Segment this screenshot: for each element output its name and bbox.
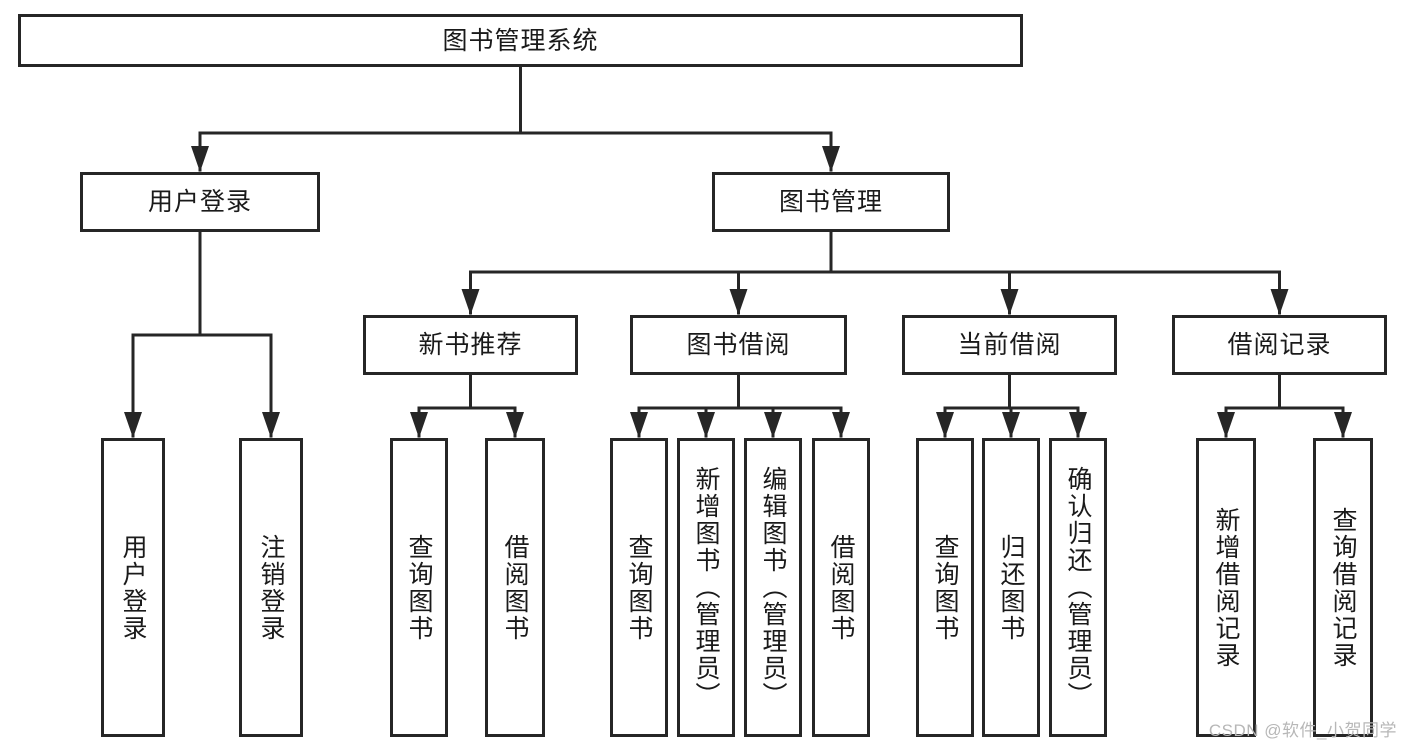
node-current-borrow: 当前借阅 <box>902 315 1117 375</box>
node-label: 新增图书（管理员） <box>692 466 720 709</box>
node-leaf-borrow-book-1: 借阅图书 <box>485 438 545 737</box>
node-book-manage: 图书管理 <box>712 172 950 232</box>
node-leaf-query-record: 查询借阅记录 <box>1313 438 1373 737</box>
node-label: 新增借阅记录 <box>1212 506 1240 669</box>
csdn-watermark: CSDN @软件_小贺同学 <box>1208 721 1397 740</box>
node-label: 确认归还（管理员） <box>1064 466 1092 709</box>
node-leaf-borrow-book-2: 借阅图书 <box>812 438 870 737</box>
node-label: 图书管理系统 <box>442 26 599 55</box>
node-label: 新书推荐 <box>418 331 523 359</box>
node-leaf-user-logout: 注销登录 <box>239 438 303 737</box>
node-leaf-query-book-1: 查询图书 <box>390 438 448 737</box>
node-user-login: 用户登录 <box>80 172 320 232</box>
node-root: 图书管理系统 <box>18 14 1023 67</box>
node-label: 编辑图书（管理员） <box>759 466 787 709</box>
node-borrow-record: 借阅记录 <box>1172 315 1387 375</box>
node-label: 图书管理 <box>778 188 883 216</box>
node-leaf-confirm-return: 确认归还（管理员） <box>1049 438 1107 737</box>
node-leaf-edit-book: 编辑图书（管理员） <box>744 438 802 737</box>
node-label: 查询图书 <box>931 533 959 642</box>
node-new-book-rec: 新书推荐 <box>363 315 578 375</box>
node-leaf-add-record: 新增借阅记录 <box>1196 438 1256 737</box>
node-label: 图书借阅 <box>686 331 791 359</box>
node-label: 查询图书 <box>405 533 433 642</box>
node-leaf-user-login: 用户登录 <box>101 438 165 737</box>
node-label: 当前借阅 <box>957 331 1062 359</box>
node-label: 借阅图书 <box>501 533 529 642</box>
node-label: 查询借阅记录 <box>1329 506 1357 669</box>
node-label: 借阅图书 <box>827 533 855 642</box>
node-label: 归还图书 <box>997 533 1025 642</box>
node-label: 用户登录 <box>147 188 252 216</box>
node-label: 注销登录 <box>257 533 285 642</box>
node-label: 借阅记录 <box>1227 331 1332 359</box>
node-leaf-query-book-2: 查询图书 <box>610 438 668 737</box>
node-book-borrow: 图书借阅 <box>630 315 847 375</box>
node-leaf-return-book: 归还图书 <box>982 438 1040 737</box>
node-leaf-query-book-3: 查询图书 <box>916 438 974 737</box>
node-leaf-add-book: 新增图书（管理员） <box>677 438 735 737</box>
node-label: 查询图书 <box>625 533 653 642</box>
node-label: 用户登录 <box>119 533 147 642</box>
